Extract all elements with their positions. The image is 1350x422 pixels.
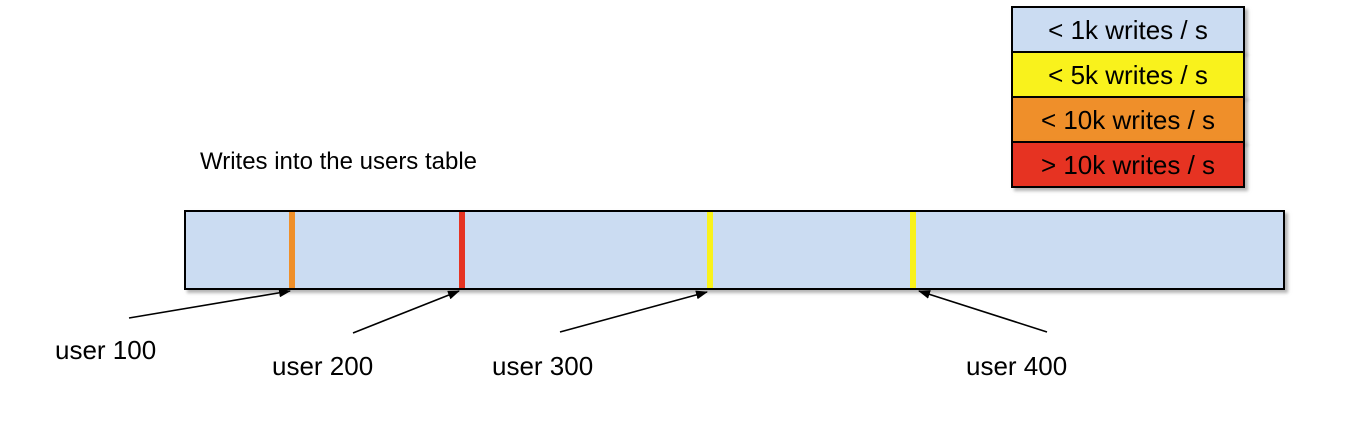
legend-item-label: < 1k writes / s bbox=[1048, 14, 1208, 45]
legend-item-label: < 5k writes / s bbox=[1048, 59, 1208, 90]
legend: < 1k writes / s < 5k writes / s < 10k writ… bbox=[1011, 6, 1245, 188]
write-rate-marker-user-200 bbox=[459, 212, 465, 288]
legend-item: > 10k writes / s bbox=[1011, 141, 1245, 188]
write-rate-marker-user-300 bbox=[707, 212, 713, 288]
write-rate-marker-user-400 bbox=[910, 212, 916, 288]
users-table-bar bbox=[184, 210, 1285, 290]
diagram-title: Writes into the users table bbox=[200, 148, 478, 175]
user-label-user-100: user 100 bbox=[55, 335, 157, 365]
write-rate-marker-user-100 bbox=[289, 212, 295, 288]
legend-item: < 5k writes / s bbox=[1011, 51, 1245, 98]
pointer-arrow-1 bbox=[128, 288, 291, 319]
user-label-user-200: user 200 bbox=[272, 351, 374, 381]
legend-item: < 10k writes / s bbox=[1011, 96, 1245, 143]
legend-item-label: < 10k writes / s bbox=[1040, 104, 1216, 135]
pointer-arrow-3 bbox=[559, 290, 708, 333]
pointer-arrow-2 bbox=[352, 290, 460, 334]
user-label-user-300: user 300 bbox=[492, 351, 594, 381]
legend-item: < 1k writes / s bbox=[1011, 6, 1245, 53]
legend-item-label: > 10k writes / s bbox=[1040, 149, 1216, 180]
user-label-user-400: user 400 bbox=[966, 351, 1068, 381]
pointer-arrow-4 bbox=[918, 290, 1048, 333]
